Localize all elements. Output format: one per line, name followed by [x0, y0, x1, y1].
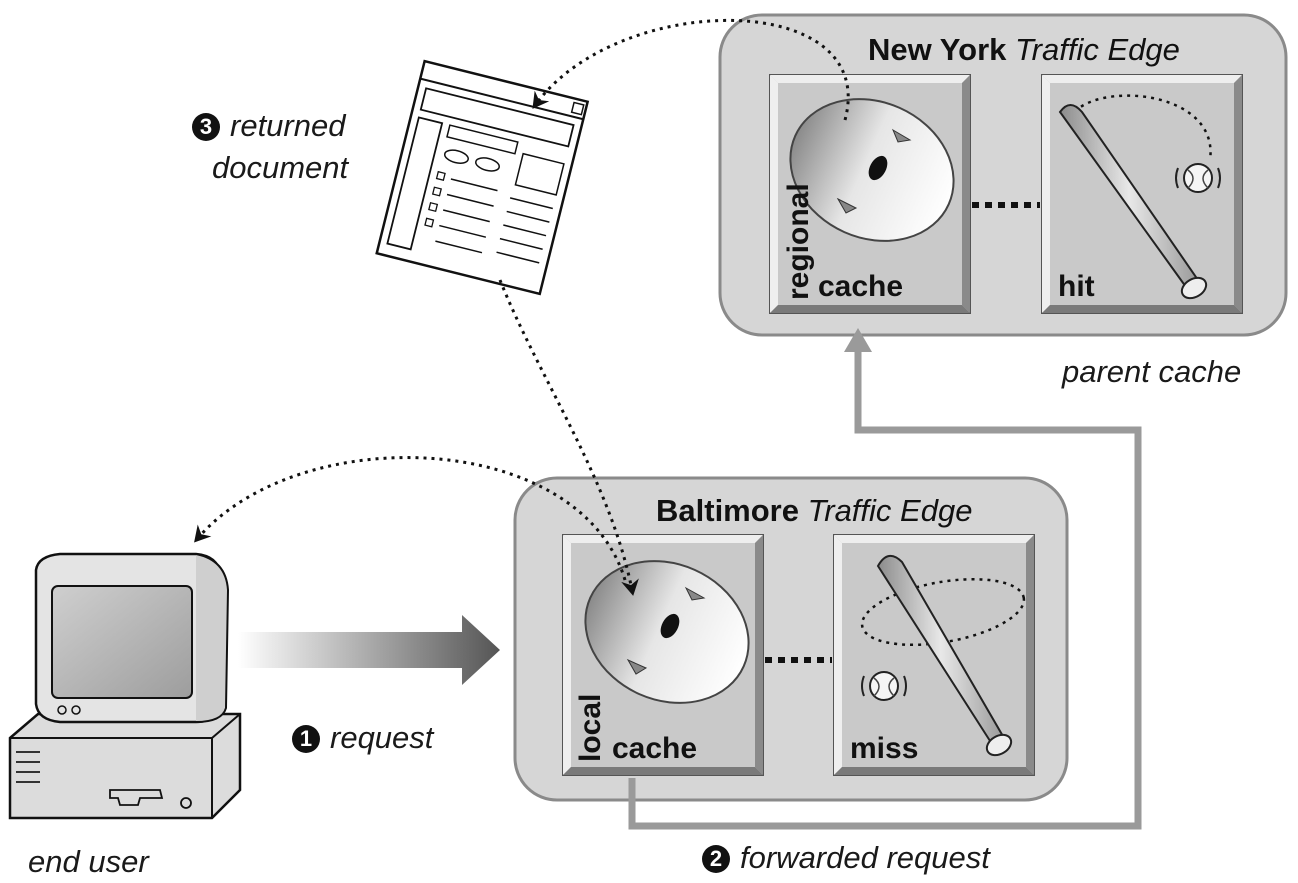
request-arrow	[238, 615, 500, 685]
regional-cache-tile	[769, 74, 971, 314]
step-3-label-line2: document	[212, 150, 349, 185]
baseball-bat-icon	[876, 555, 1013, 757]
step-2-label: 2 forwarded request	[702, 842, 990, 873]
hit-label: hit	[1058, 270, 1095, 303]
miss-label: miss	[850, 732, 919, 765]
local-cache-tile	[562, 534, 764, 776]
step-1-label: 1 request	[292, 722, 433, 753]
end-user-label: end user	[28, 844, 149, 879]
local-cache-label: cache	[612, 732, 698, 765]
step-3-label: 3 returned	[192, 110, 345, 141]
parent-cache-caption: parent cache	[1062, 354, 1242, 389]
baltimore-title: Baltimore Traffic Edge	[656, 495, 972, 526]
step-2-badge: 2	[702, 845, 730, 873]
local-vertical-label: local	[574, 693, 607, 762]
returned-document-icon	[375, 59, 590, 296]
baseball-icon	[861, 671, 907, 701]
regional-cache-label: cache	[818, 270, 904, 303]
hit-tile	[1041, 74, 1243, 314]
step-1-badge: 1	[292, 725, 320, 753]
returned-document-flow	[194, 19, 850, 596]
baltimore-product-label: Traffic Edge	[807, 493, 973, 528]
baltimore-city-label: Baltimore	[656, 493, 799, 528]
step-3-badge: 3	[192, 113, 220, 141]
new-york-product-label: Traffic Edge	[1015, 32, 1180, 67]
step-2-text: forwarded request	[740, 840, 990, 875]
forwarded-request-connector	[628, 328, 1142, 830]
baltimore-traffic-edge-panel	[513, 476, 1069, 802]
new-york-title: New York Traffic Edge	[868, 34, 1180, 65]
regional-vertical-label: regional	[782, 183, 815, 300]
new-york-city-label: New York	[868, 32, 1007, 67]
end-user-computer-icon	[8, 552, 242, 820]
miss-tile	[833, 534, 1035, 776]
step-3-text-line1: returned	[230, 108, 346, 143]
step-1-text: request	[330, 720, 434, 755]
baseball-bat-icon	[1058, 104, 1208, 300]
baseball-icon	[1175, 163, 1221, 193]
new-york-traffic-edge-panel	[718, 13, 1288, 337]
